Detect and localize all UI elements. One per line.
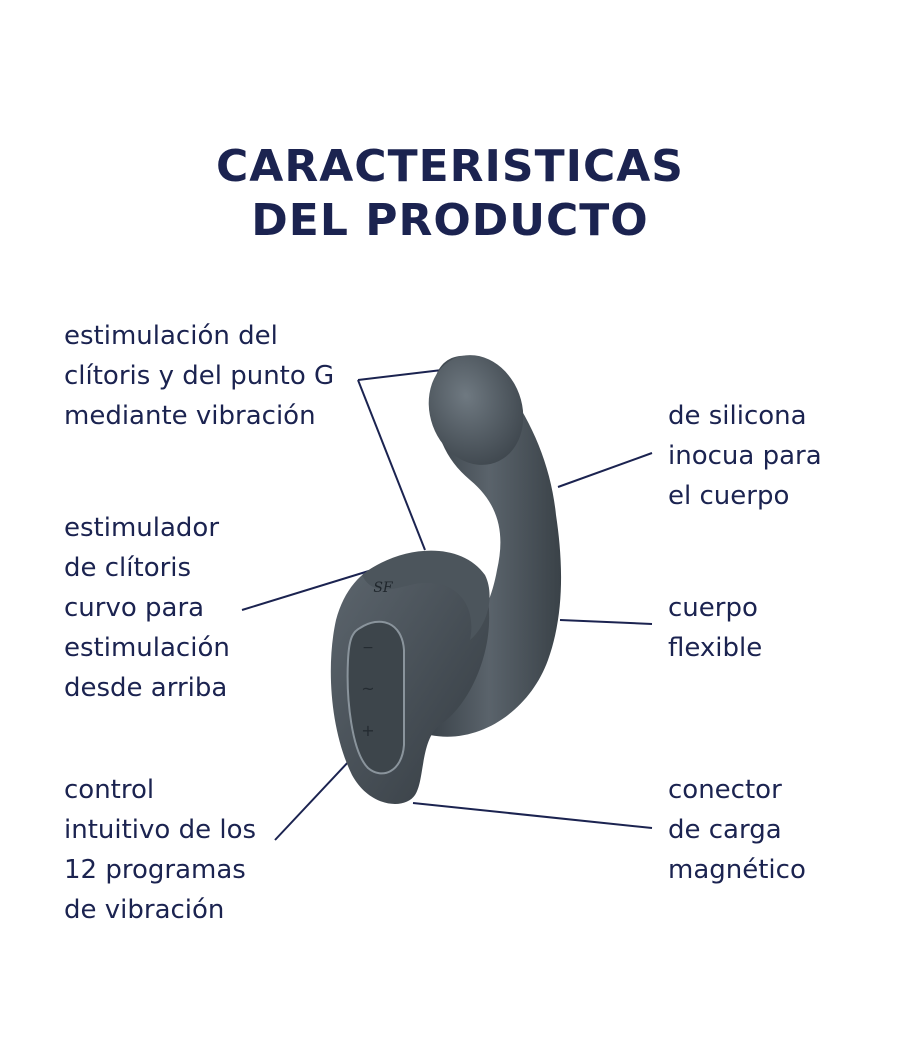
feature-line: el cuerpo — [668, 481, 790, 511]
leader-line-stimulator — [241, 569, 373, 611]
feature-line: de clítoris — [64, 553, 192, 583]
feature-line: intuitivo de los — [64, 815, 257, 845]
feature-line: de silicona — [668, 401, 807, 431]
plus-button[interactable]: + — [361, 721, 374, 740]
feature-line: de carga — [668, 815, 782, 845]
control-panel — [346, 620, 405, 775]
feature-line: 12 programas — [64, 855, 246, 885]
feature-line: magnético — [668, 855, 806, 885]
feature-line: inocua para — [668, 441, 822, 471]
feature-control: control intuitivo de los 12 programas de… — [64, 770, 256, 930]
feature-line: flexible — [668, 633, 763, 663]
feature-line: de vibración — [64, 895, 225, 925]
feature-line: estimulación — [64, 633, 230, 663]
leader-lines — [241, 369, 653, 841]
leader-line-flexible — [559, 619, 653, 625]
feature-clitoral-stimulator: estimulador de clítoris curvo para estim… — [64, 508, 230, 708]
minus-button[interactable]: − — [362, 640, 374, 656]
feature-line: clítoris y del punto G — [64, 361, 335, 391]
feature-line: estimulador — [64, 513, 220, 543]
product-hood — [362, 550, 490, 640]
feature-flexible-body: cuerpo flexible — [668, 588, 762, 668]
feature-line: control — [64, 775, 155, 805]
feature-line: conector — [668, 775, 782, 805]
feature-line: desde arriba — [64, 673, 228, 703]
title-line: CARACTERISTICAS — [216, 141, 684, 192]
feature-line: cuerpo — [668, 593, 758, 623]
page-title: CARACTERISTICAS DEL PRODUCTO — [0, 140, 900, 248]
feature-stimulation: estimulación del clítoris y del punto G … — [64, 316, 334, 436]
feature-line: estimulación del — [64, 321, 278, 351]
brand-logo: SF — [373, 580, 394, 596]
leader-line-silicone — [557, 452, 653, 488]
leader-line-stimulation — [357, 379, 426, 551]
product-tip — [428, 355, 524, 465]
feature-charging: conector de carga magnético — [668, 770, 806, 890]
leader-line-charging — [412, 802, 653, 829]
leader-line-tip — [357, 369, 443, 381]
title-line: DEL PRODUCTO — [251, 195, 649, 246]
feature-silicone: de silicona inocua para el cuerpo — [668, 396, 822, 516]
feature-line: mediante vibración — [64, 401, 316, 431]
product-body — [330, 355, 562, 804]
mode-button[interactable]: ~ — [361, 679, 374, 698]
feature-line: curvo para — [64, 593, 205, 623]
